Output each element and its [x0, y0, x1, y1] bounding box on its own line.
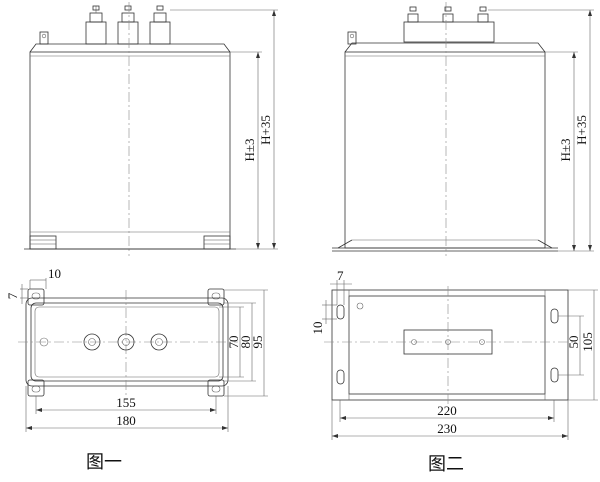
figure1-height-total-label: H+35	[258, 115, 273, 145]
figure1-can-body	[29, 51, 231, 250]
figure1-front-view: H±3 H+35	[24, 2, 278, 256]
figure1-tab-depth-label: 7	[5, 292, 20, 299]
figure1-inner-width-label: 70	[226, 336, 241, 349]
figure1-outer-width-label: 95	[250, 336, 265, 349]
figure2-overall-length-label: 230	[437, 421, 457, 436]
figure1-terminals	[39, 5, 171, 45]
figure1-top-view: 10 7 70 80 95 155 180	[5, 266, 268, 432]
figure1-tab-width-label: 10	[48, 266, 61, 281]
figure1-caption: 图一	[86, 452, 122, 472]
figure2-hole-spacing-y-label: 50	[566, 336, 581, 349]
figure2-height-tolerance-label: H±3	[558, 138, 573, 161]
figure1-overall-length-label: 180	[116, 413, 136, 428]
figure2-top-view: 7 10 50 105 220 230	[310, 268, 598, 440]
figure2-slot-offset-label: 10	[310, 322, 325, 335]
figure2-overall-width-label: 105	[580, 332, 595, 352]
figure2-caption: 图二	[428, 454, 464, 474]
figure2-slot-width-label: 7	[337, 268, 344, 283]
figure1-mid-width-label: 80	[238, 336, 253, 349]
figure2-front-view: H±3 H+35	[332, 2, 594, 256]
figure2-height-total-label: H+35	[574, 115, 589, 145]
figure1-hole-spacing-label: 155	[116, 395, 136, 410]
figure2-can-body	[344, 51, 546, 249]
figure2-hole-spacing-x-label: 220	[437, 403, 457, 418]
figure1-height-tolerance-label: H±3	[242, 138, 257, 161]
